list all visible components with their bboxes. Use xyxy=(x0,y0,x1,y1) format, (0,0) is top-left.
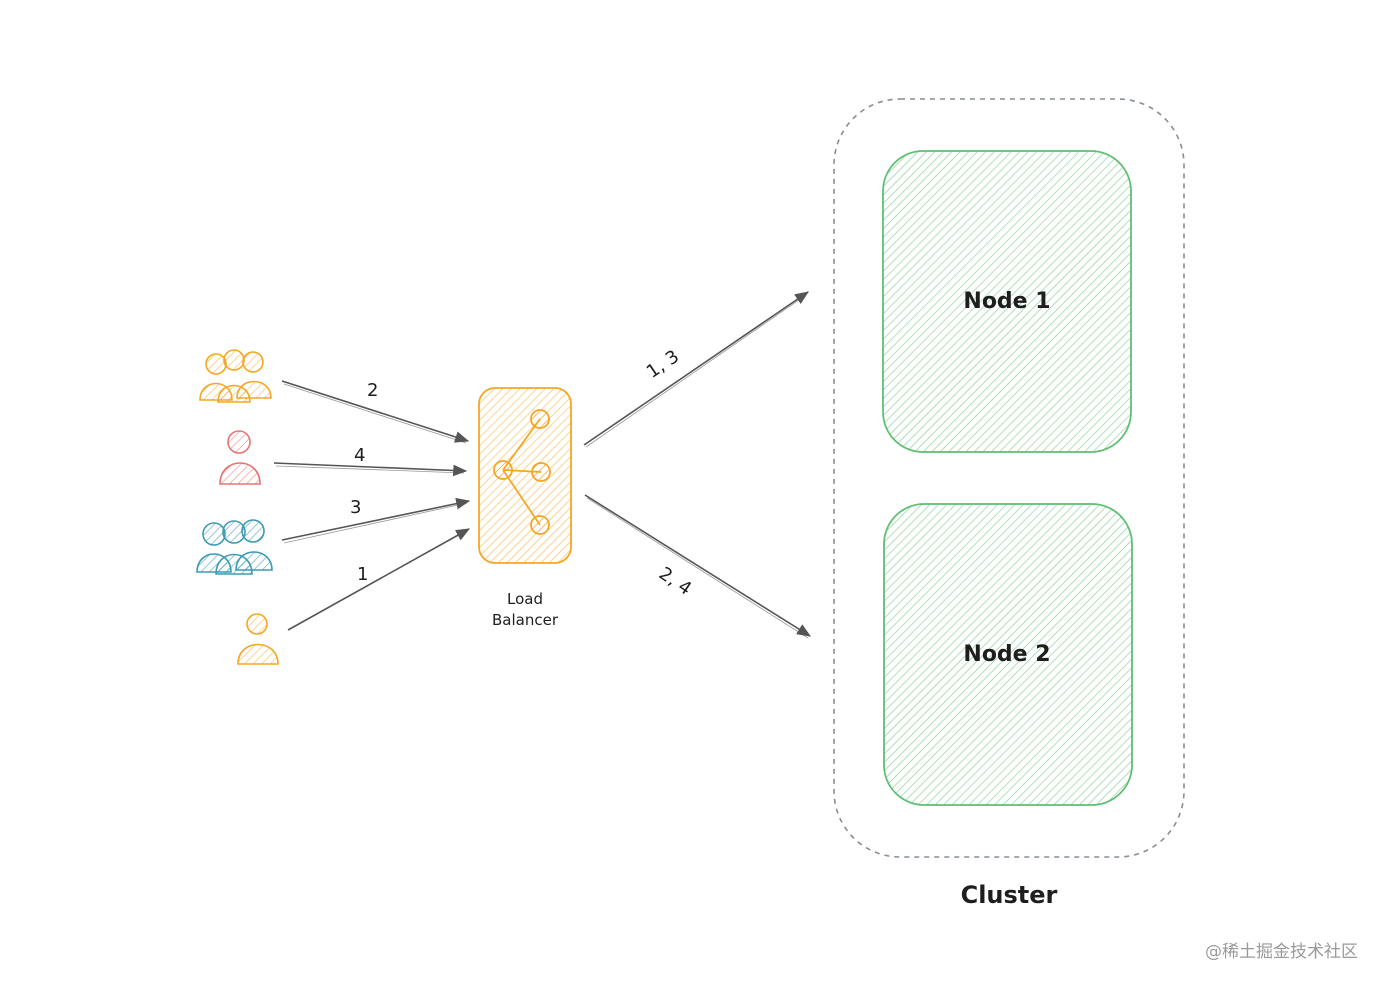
cluster-boundary xyxy=(833,98,1185,858)
edge-label-1-3: 1, 3 xyxy=(643,346,683,383)
edge-label-4: 4 xyxy=(354,445,365,466)
user-orange-icon xyxy=(237,613,279,665)
user-group-orange-icon xyxy=(199,349,272,403)
node-2-label: Node 2 xyxy=(963,642,1050,667)
incoming-arrow-2 xyxy=(281,380,470,444)
watermark: @稀土掘金技术社区 xyxy=(1205,942,1358,962)
load-balancer-label-line1: Load xyxy=(507,590,543,608)
edge-label-3: 3 xyxy=(350,497,361,518)
incoming-arrow-1 xyxy=(287,528,471,631)
node-1-label: Node 1 xyxy=(963,289,1050,314)
network-tree-icon xyxy=(493,409,551,535)
incoming-arrow-4 xyxy=(273,462,468,477)
load-balancer xyxy=(478,387,572,564)
outgoing-arrow-node-1 xyxy=(583,291,809,448)
cluster-label: Cluster xyxy=(961,881,1058,909)
edge-label-2-4: 2, 4 xyxy=(655,563,695,600)
outgoing-arrow-node-2 xyxy=(584,494,811,639)
incoming-arrow-3 xyxy=(281,497,471,544)
load-balancer-label-line2: Balancer xyxy=(492,611,559,629)
user-red-icon xyxy=(219,430,261,485)
user-group-teal-icon xyxy=(196,519,273,575)
edge-label-1: 1 xyxy=(357,564,368,585)
node-1 xyxy=(882,150,1132,453)
node-2 xyxy=(883,503,1133,806)
edge-label-2: 2 xyxy=(367,380,378,401)
